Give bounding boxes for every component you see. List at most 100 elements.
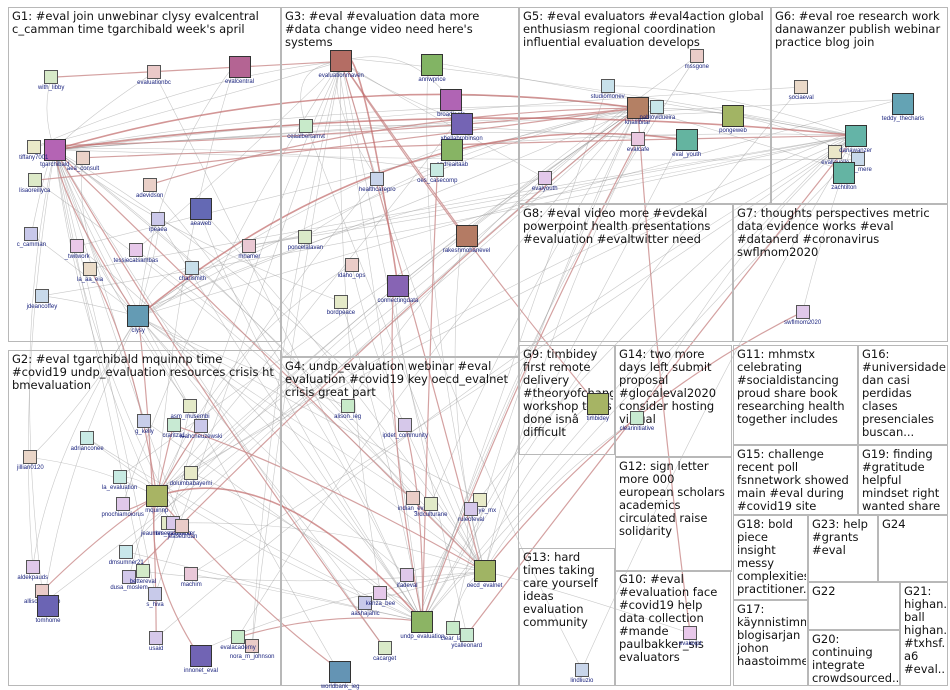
node-avatar-icon[interactable] <box>183 398 198 413</box>
node-avatar-icon[interactable] <box>675 129 698 151</box>
node-avatar-icon[interactable] <box>80 431 95 446</box>
group-label: G5: #eval evaluators #eval4action global… <box>523 10 764 49</box>
node-avatar-icon[interactable] <box>377 641 392 656</box>
node-avatar-icon[interactable] <box>330 50 353 73</box>
node-avatar-icon[interactable] <box>411 610 434 633</box>
node-avatar-icon[interactable] <box>149 630 164 645</box>
node-label: bmevaluation <box>155 530 192 537</box>
edge-line <box>393 281 485 572</box>
node-avatar-icon[interactable] <box>689 49 704 64</box>
node-avatar-icon[interactable] <box>386 274 409 297</box>
edge-line <box>30 457 157 497</box>
node-avatar-icon[interactable] <box>83 261 98 276</box>
node-avatar-icon[interactable] <box>112 469 127 484</box>
node-label: clearinitiative <box>619 425 655 432</box>
node-avatar-icon[interactable] <box>27 173 42 188</box>
node-label: aea_consult <box>66 165 100 172</box>
node-avatar-icon[interactable] <box>231 630 246 645</box>
node-avatar-icon[interactable] <box>455 224 478 247</box>
node-avatar-icon[interactable] <box>128 243 143 258</box>
node-avatar-icon[interactable] <box>37 595 59 618</box>
node-avatar-icon[interactable] <box>135 564 150 579</box>
node-avatar-icon[interactable] <box>441 139 464 162</box>
node-avatar-icon[interactable] <box>34 288 49 303</box>
node-avatar-icon[interactable] <box>464 501 479 516</box>
node-avatar-icon[interactable] <box>398 417 413 432</box>
node-avatar-icon[interactable] <box>445 620 460 635</box>
edge-line <box>54 99 899 150</box>
node-avatar-icon[interactable] <box>795 304 810 319</box>
node-avatar-icon[interactable] <box>373 586 388 601</box>
node-avatar-icon[interactable] <box>344 257 359 272</box>
node-avatar-icon[interactable] <box>794 80 809 95</box>
edge-line <box>54 149 183 526</box>
node-avatar-icon[interactable] <box>70 239 85 254</box>
node-avatar-icon[interactable] <box>450 113 473 136</box>
node-avatar-icon[interactable] <box>137 413 152 428</box>
node-avatar-icon[interactable] <box>151 212 166 227</box>
node-avatar-icon[interactable] <box>245 639 260 654</box>
node-avatar-icon[interactable] <box>333 294 348 309</box>
node-avatar-icon[interactable] <box>183 465 198 480</box>
node-avatar-icon[interactable] <box>167 418 181 433</box>
node-avatar-icon[interactable] <box>650 99 665 114</box>
node-avatar-icon[interactable] <box>358 595 373 610</box>
node-avatar-icon[interactable] <box>626 97 649 120</box>
node-avatar-icon[interactable] <box>891 92 914 115</box>
node-avatar-icon[interactable] <box>25 560 40 575</box>
node-avatar-icon[interactable] <box>406 491 421 506</box>
node-avatar-icon[interactable] <box>115 497 130 512</box>
node-avatar-icon[interactable] <box>574 662 589 677</box>
node-avatar-icon[interactable] <box>828 144 843 159</box>
node-avatar-icon[interactable] <box>722 104 745 127</box>
node-avatar-icon[interactable] <box>600 78 615 93</box>
node-avatar-icon[interactable] <box>127 305 150 328</box>
node-avatar-icon[interactable] <box>832 162 855 185</box>
node-avatar-icon[interactable] <box>440 88 463 111</box>
node-avatar-icon[interactable] <box>142 177 157 192</box>
node-avatar-icon[interactable] <box>329 660 352 683</box>
node-avatar-icon[interactable] <box>185 261 200 276</box>
node-avatar-icon[interactable] <box>430 162 445 177</box>
node-avatar-icon[interactable] <box>145 485 168 508</box>
node-avatar-icon[interactable] <box>631 131 646 146</box>
node-avatar-icon[interactable] <box>184 566 199 581</box>
node-avatar-icon[interactable] <box>400 568 415 583</box>
node-avatar-icon[interactable] <box>423 496 438 511</box>
node-avatar-icon[interactable] <box>370 171 385 186</box>
node-avatar-icon[interactable] <box>242 238 257 253</box>
node-avatar-icon[interactable] <box>147 65 162 80</box>
node-avatar-icon[interactable] <box>44 70 59 85</box>
node-avatar-icon[interactable] <box>421 54 444 77</box>
node-avatar-icon[interactable] <box>473 560 496 583</box>
edge-line <box>138 315 481 500</box>
node-avatar-icon[interactable] <box>24 227 39 242</box>
node-avatar-icon[interactable] <box>175 518 190 533</box>
node-avatar-icon[interactable] <box>340 398 355 413</box>
node-avatar-icon[interactable] <box>629 410 644 425</box>
node-avatar-icon[interactable] <box>43 138 66 161</box>
edge-line <box>34 107 638 181</box>
node-avatar-icon[interactable] <box>299 118 314 133</box>
node-avatar-icon[interactable] <box>459 627 474 642</box>
edge-line <box>54 149 183 526</box>
node-avatar-icon[interactable] <box>586 393 609 416</box>
node-avatar-icon[interactable] <box>189 645 212 668</box>
node-avatar-icon[interactable] <box>189 198 212 221</box>
edge-line <box>581 135 856 670</box>
node-avatar-icon[interactable] <box>148 587 163 602</box>
node-avatar-icon[interactable] <box>228 56 251 79</box>
node-avatar-icon[interactable] <box>23 450 38 465</box>
node-avatar-icon[interactable] <box>537 170 552 185</box>
node-avatar-icon[interactable] <box>844 124 867 147</box>
node-avatar-icon[interactable] <box>122 570 137 585</box>
node-avatar-icon[interactable] <box>119 544 134 559</box>
edge-line <box>404 424 424 622</box>
node-avatar-icon[interactable] <box>298 229 313 244</box>
node-avatar-icon[interactable] <box>76 150 91 165</box>
node-avatar-icon[interactable] <box>26 140 41 155</box>
node-label: la_aa_eia <box>77 276 104 283</box>
node-avatar-icon[interactable] <box>683 626 698 641</box>
group-box-g23: G23: help #grants #eval <box>808 515 878 582</box>
node-avatar-icon[interactable] <box>194 419 209 434</box>
